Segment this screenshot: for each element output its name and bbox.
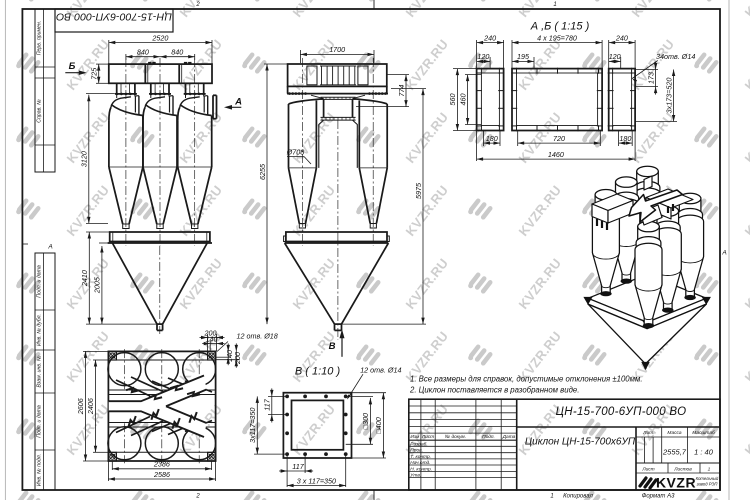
svg-text:1 : 40: 1 : 40 [694,448,714,457]
svg-text:4 х 195=780: 4 х 195=780 [537,33,577,42]
svg-text:В: В [329,341,336,352]
svg-text:1. Все размеры для справок: 1. Все размеры для справок, допустимые о… [410,375,643,384]
svg-text:А: А [47,244,52,251]
svg-text:Подп. и дата: Подп. и дата [37,265,43,298]
svg-text:2: 2 [195,494,200,500]
svg-text:1: 1 [553,2,556,8]
svg-text:240: 240 [615,33,628,42]
svg-text:840: 840 [171,48,183,57]
svg-text:Н. контр.: Н. контр. [410,466,432,472]
svg-text:180: 180 [486,134,498,143]
svg-text:2410: 2410 [80,270,89,287]
svg-text:3х117=350: 3х117=350 [248,408,257,443]
svg-text:Лист: Лист [641,467,654,473]
svg-text:А: А [721,250,726,257]
svg-text:Масса: Масса [667,430,682,436]
svg-text:3х173=520: 3х173=520 [664,78,673,114]
svg-text:200: 200 [233,352,242,365]
svg-text:117: 117 [263,398,272,410]
svg-text:Масштаб: Масштаб [692,430,715,436]
svg-text:774: 774 [397,85,406,97]
svg-text:2586: 2586 [153,470,170,479]
svg-text:173: 173 [646,72,655,84]
svg-text:2520: 2520 [151,33,168,42]
svg-text:140: 140 [225,350,234,362]
svg-text:2406: 2406 [86,398,95,415]
svg-text:Пров.: Пров. [410,448,423,454]
svg-text:№ докум.: № докум. [445,434,466,440]
svg-text:ЦН-15-700-6УП-000 ВО: ЦН-15-700-6УП-000 ВО [56,11,172,23]
svg-text:Дата: Дата [502,434,516,440]
svg-text:KVZR.RU: KVZR.RU [742,0,750,20]
svg-text:Инв. № дубл.: Инв. № дубл. [37,314,43,346]
svg-text:120: 120 [477,52,489,61]
svg-text:5975: 5975 [414,182,423,199]
svg-text:Разраб.: Разраб. [410,441,427,447]
svg-text:Котельный: Котельный [696,476,719,481]
svg-text:240: 240 [483,33,496,42]
svg-text:460: 460 [458,94,467,106]
svg-text:Взам. инв. №: Взам. инв. № [37,355,43,387]
svg-text:Лит.: Лит. [642,430,654,436]
svg-text:А ,Б ( 1:15 ): А ,Б ( 1:15 ) [530,21,590,33]
svg-text:34отв. Ø14: 34отв. Ø14 [656,52,695,61]
svg-text:6255: 6255 [258,163,267,180]
svg-text:Изм: Изм [410,434,420,440]
svg-text:В ( 1:10 ): В ( 1:10 ) [295,366,341,378]
svg-text:1: 1 [708,467,711,473]
svg-text:725: 725 [90,67,99,80]
svg-text:Подп.: Подп. [482,434,495,440]
svg-text:140: 140 [206,334,218,343]
svg-text:195: 195 [517,52,530,61]
svg-text:2005: 2005 [93,276,102,294]
svg-text:А: А [234,97,242,108]
svg-text:Подп. и дата: Подп. и дата [37,405,43,438]
svg-text:2386: 2386 [153,460,170,469]
svg-text:Листов: Листов [673,467,692,473]
svg-text:Перв. примен.: Перв. примен. [37,21,43,55]
svg-text:200: 200 [204,328,217,337]
svg-text:Лист: Лист [421,434,434,440]
svg-text:2606: 2606 [76,398,85,415]
svg-text:12 отв. Ø14: 12 отв. Ø14 [360,366,401,375]
svg-text:KVZR: KVZR [656,475,696,491]
svg-text:560: 560 [448,94,457,106]
svg-text:1700: 1700 [329,45,345,54]
svg-text:117: 117 [292,462,304,471]
svg-text:завод РЭП: завод РЭП [696,482,719,487]
svg-text:3 х 117=350: 3 х 117=350 [297,476,336,485]
svg-text:Б: Б [69,61,76,72]
svg-text:1460: 1460 [548,150,564,159]
svg-text:Формат А3: Формат А3 [642,494,675,500]
svg-text:840: 840 [137,48,149,57]
svg-text:Утв.: Утв. [410,473,421,479]
svg-text:Инв. № подл.: Инв. № подл. [37,454,43,486]
svg-text:2. Циклон поставляется в р: 2. Циклон поставляется в разобранном вид… [409,385,579,394]
svg-text:ЦН-15-700-6УП-000 ВО: ЦН-15-700-6УП-000 ВО [556,406,687,418]
svg-text:Справ. №: Справ. № [37,99,43,123]
svg-text:1: 1 [550,494,553,500]
svg-text:120: 120 [609,52,621,61]
svg-text:720: 720 [553,134,565,143]
svg-text:Нач.отд.: Нач.отд. [410,460,430,466]
svg-text:□400: □400 [374,417,383,433]
svg-text:12 отв. Ø18: 12 отв. Ø18 [237,332,278,341]
svg-text:Т. контр.: Т. контр. [410,454,431,460]
svg-text:2555,7: 2555,7 [662,448,687,457]
svg-text:180: 180 [619,134,631,143]
svg-text:Циклон ЦН-15-700х6УП: Циклон ЦН-15-700х6УП [525,437,636,448]
svg-text:3120: 3120 [80,151,89,167]
svg-text:Копировал: Копировал [563,494,593,500]
svg-text:Ø708: Ø708 [286,148,305,157]
svg-text:2: 2 [195,2,200,8]
svg-text:□300: □300 [361,413,370,429]
